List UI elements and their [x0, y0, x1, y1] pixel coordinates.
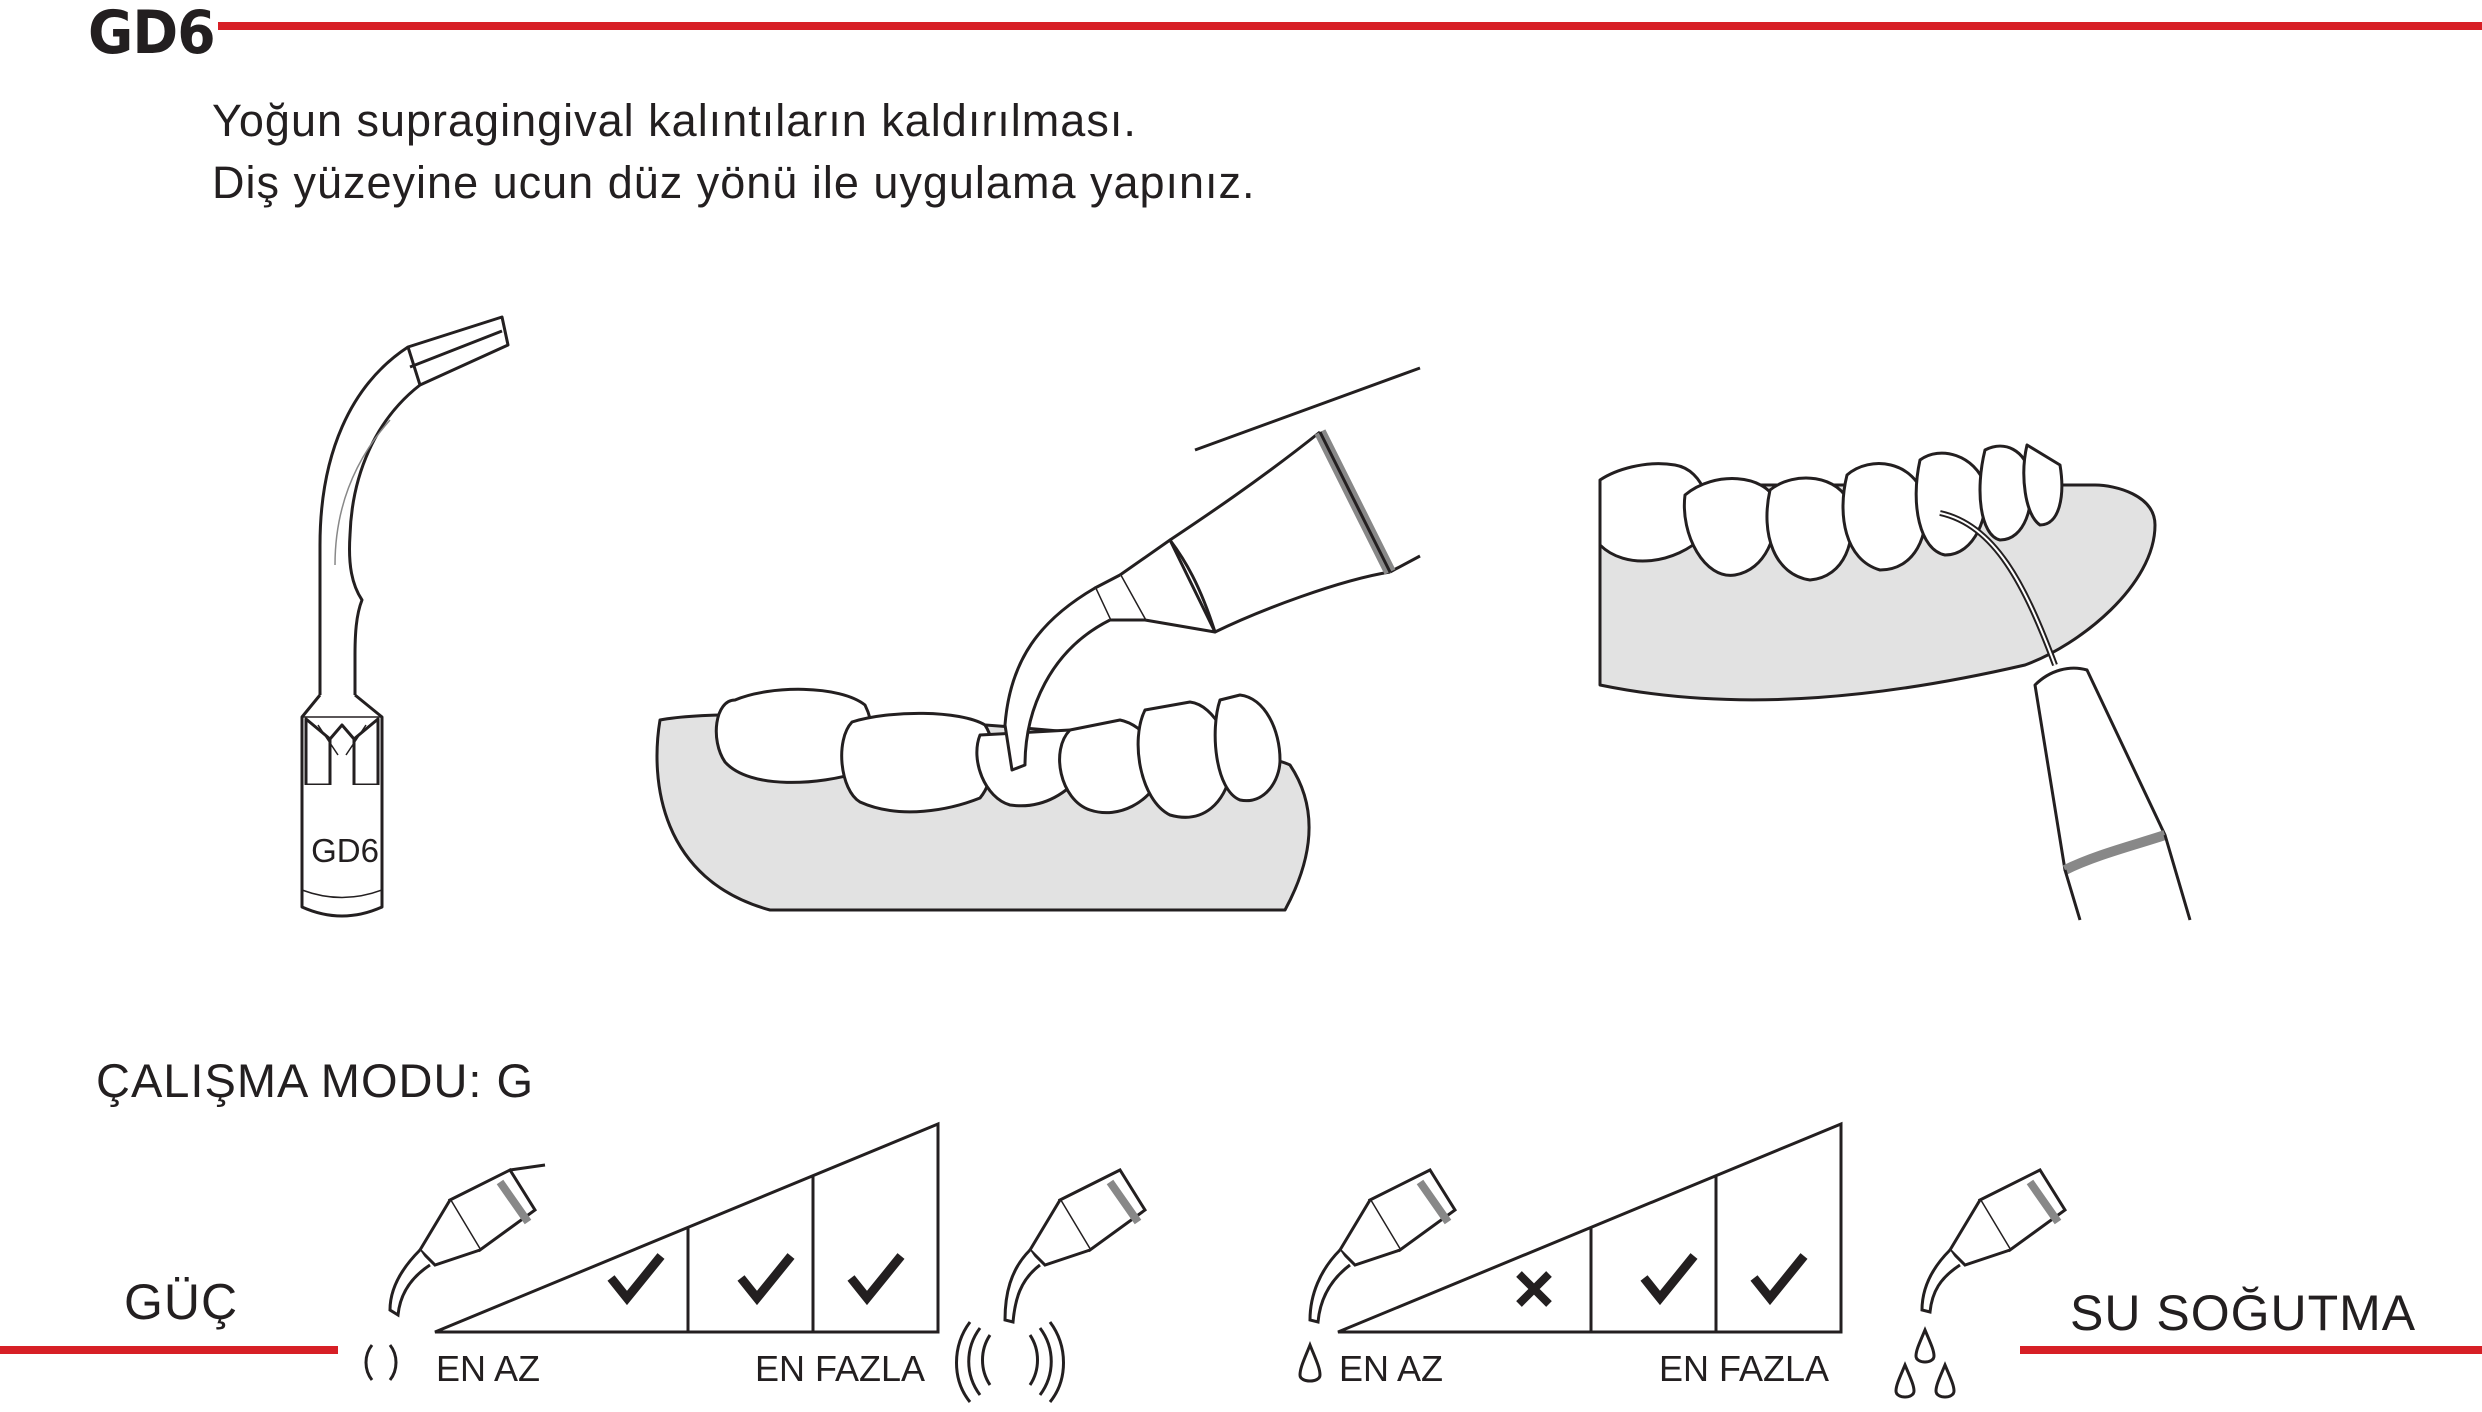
power-level-1-check — [605, 1250, 665, 1306]
header-rule — [218, 22, 2482, 30]
water-level-1-cross — [1515, 1270, 1553, 1308]
water-rule — [2020, 1346, 2482, 1354]
description-line-1: Yoğun supragingival kalıntıların kaldırı… — [212, 95, 1137, 146]
power-label: GÜÇ — [124, 1274, 239, 1330]
water-min-handpiece-icon — [1298, 1168, 1458, 1383]
scaler-tip-illustration — [300, 315, 510, 918]
water-max-handpiece-icon — [1894, 1168, 2068, 1399]
water-level-3-check — [1748, 1250, 1808, 1306]
description-line-2: Diş yüzeyine ucun düz yönü ile uygulama … — [212, 157, 1256, 208]
water-level-2-check — [1638, 1250, 1698, 1306]
power-max-handpiece-icon — [955, 1168, 1148, 1403]
working-mode-label: ÇALIŞMA MODU: G — [96, 1054, 535, 1107]
power-min-label: EN AZ — [436, 1348, 541, 1389]
water-scale-triangle — [1337, 1121, 1843, 1334]
power-level-2-check — [735, 1250, 795, 1306]
power-min-handpiece-icon — [364, 1163, 546, 1381]
lower-jaw-illustration — [655, 366, 1421, 912]
water-cooling-label: SU SOĞUTMA — [2070, 1285, 2417, 1341]
power-level-3-check — [845, 1250, 905, 1306]
tip-engraving-label: GD6 — [311, 832, 379, 869]
water-min-label: EN AZ — [1339, 1348, 1444, 1389]
water-max-label: EN FAZLA — [1659, 1348, 1830, 1389]
product-code-title: GD6 — [88, 0, 216, 68]
power-scale-triangle — [434, 1121, 940, 1334]
power-rule — [0, 1346, 338, 1354]
upper-jaw-illustration — [1598, 443, 2192, 921]
power-max-label: EN FAZLA — [755, 1348, 926, 1389]
